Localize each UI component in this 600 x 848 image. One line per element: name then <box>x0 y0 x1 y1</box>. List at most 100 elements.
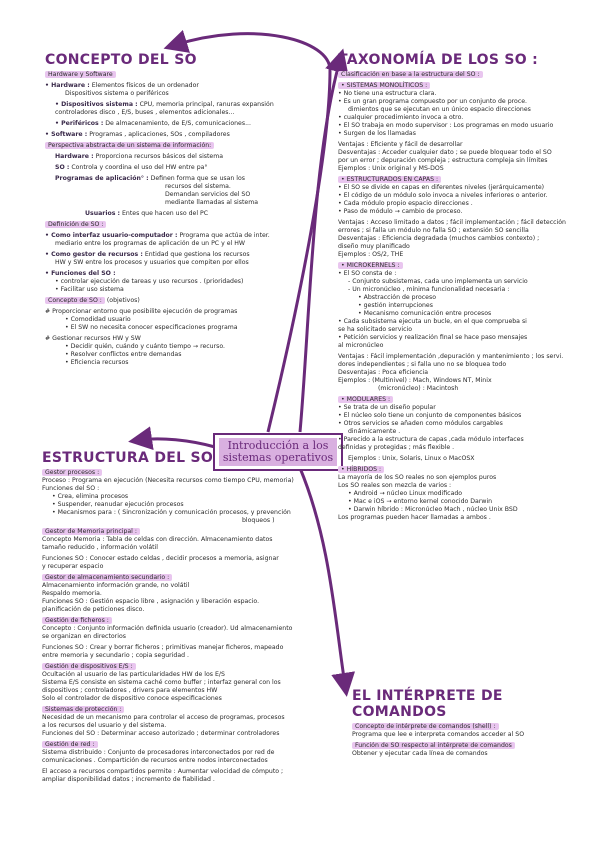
gpr-line3: Funciones del SO : Determinar acceso aut… <box>42 730 280 737</box>
gf-line4: entre memoria y secundario ; copia segur… <box>42 652 190 659</box>
hib1: La mayoría de los SO reales no son ejemp… <box>338 474 497 481</box>
estructura-title: ESTRUCTURA DEL SO <box>42 450 214 466</box>
mono2b: dimientos que se ejecutan en un único es… <box>348 106 531 113</box>
capas2: • El código de un módulo solo invoca a n… <box>338 192 548 199</box>
disp-line1: CPU, memoria principal, ranuras expansió… <box>139 101 274 108</box>
perif-text: De almacenamiento, de E/S, comunicacione… <box>105 120 251 127</box>
gf-line1: Concepto : Conjunto información definida… <box>42 625 293 632</box>
interprete-concepto-label: Concepto de intérprete de comandos (shel… <box>352 723 499 730</box>
mono-d2: por un error ; depuración compleja ; est… <box>338 157 548 164</box>
micro2: - Conjunto subsistemas, cada uno impleme… <box>348 278 528 285</box>
disp-line2: controladores disco , E/S, buses , eleme… <box>55 109 235 116</box>
interprete-funcion-label: Función de SO respecto al intérprete de … <box>352 742 515 749</box>
micro4: • Cada subsistema ejecuta un bucle, en e… <box>338 318 527 325</box>
micro-heading: • MICROKERNELS : <box>338 262 403 269</box>
clas-heading: Clasificación en base a la estructura de… <box>338 71 483 78</box>
obj1a: • Comodidad usuario <box>65 316 131 323</box>
capas-v2: errores ; si falla un módulo no falla SO… <box>338 227 529 234</box>
prog-line2: recursos del sistema. <box>165 183 231 190</box>
micro-v2: dores independientes ; si falla uno no s… <box>338 361 507 368</box>
estructura-section: ESTRUCTURA DEL SO Gestor procesos : Proc… <box>42 450 312 784</box>
interprete-section: EL INTÉRPRETE DE COMANDOS Concepto de in… <box>352 688 592 758</box>
gf-line2: se organizan en directorios <box>42 633 126 640</box>
ga-heading: Gestor de almacenamiento secundario : <box>42 574 173 581</box>
hw-sw-heading: Hardware y Software <box>45 71 116 78</box>
mono-d: Desventajas : Acceder cualquier dato ; s… <box>338 149 552 156</box>
func1: • controlar ejecución de tareas y uso re… <box>55 278 244 285</box>
hardware-line2: Dispositivos sistema o periféricos <box>65 90 169 97</box>
mono2: • Es un gran programa compuesto por un c… <box>338 98 528 105</box>
gp-f1: • Crea, elimina procesos <box>52 493 129 500</box>
ga-line1: Almacenamiento información grande, no vo… <box>42 582 190 589</box>
hardware-label: • Hardware : <box>45 82 90 89</box>
central-title-line2: sistemas operativos <box>222 451 334 464</box>
gd-line4: Solo el controlador de dispositivo conoc… <box>42 695 222 702</box>
capas-heading: • ESTRUCTURADOS EN CAPAS : <box>338 176 442 183</box>
gr-line3: El acceso a recursos compartidos permite… <box>42 768 284 775</box>
hib3: • Android → núcleo Linux modificado <box>348 490 463 497</box>
obj2b: • Resolver conflictos entre demandas <box>65 351 182 358</box>
def-heading: Definición de SO : <box>45 221 107 228</box>
micro3c: • Mecanismo comunicación entre procesos <box>358 310 492 317</box>
gd-line1: Ocultación al usuario de las particulari… <box>42 671 225 678</box>
gp-heading: Gestor procesos : <box>42 469 103 476</box>
micro5b: al micronúcleo <box>338 342 384 349</box>
micro-e: Ejemplos : (Multinivel) : Mach, Windows … <box>338 377 492 384</box>
hardware-line1: Elementos físicos de un ordenador <box>91 82 199 89</box>
gm-line2: tamaño reducido , información volátil <box>42 544 158 551</box>
mono4: • El SO trabaja en modo supervisor : Los… <box>338 122 554 129</box>
micro3a: • Abstracción de proceso <box>358 294 436 301</box>
mod1: • Se trata de un diseño popular <box>338 404 436 411</box>
concepto-so-val: (objetivos) <box>106 297 140 304</box>
gr-heading: Gestión de red : <box>42 741 98 748</box>
perif-label: • Periféricos : <box>55 120 104 127</box>
software-text: Programas , aplicaciones, SOs , compilad… <box>89 131 230 138</box>
capas1: • El SO se divide en capas en diferentes… <box>338 184 545 191</box>
mono1: • No tiene una estructura clara. <box>338 90 437 97</box>
so-role: Controla y coordina el uso del HW entre … <box>71 164 208 171</box>
gd-heading: Gestión de dispositivos E/S : <box>42 663 136 670</box>
concepto-title: CONCEPTO DEL SO <box>45 52 197 68</box>
micro1: • El SO consta de : <box>338 270 397 277</box>
gp-f3: • Mecanismos para : ( Sincronización y c… <box>52 509 291 516</box>
perspectiva-heading: Perspectiva abstracta de un sistema de i… <box>45 142 215 149</box>
mono5: • Surgen de los llamadas <box>338 130 416 137</box>
interprete-concepto-text: Programa que lee e interpreta comandos a… <box>352 731 525 738</box>
hib5: • Darwin híbrido : Micronúcleo Mach , nú… <box>348 506 518 513</box>
mod3: • Otros servicios se añaden como módulos… <box>338 420 503 427</box>
gpr-line1: Necesidad de un mecanismo para controlar… <box>42 714 285 721</box>
prog-line4: mediante llamadas al sistema <box>165 199 259 206</box>
micro4b: se ha solicitado servicio <box>338 326 413 333</box>
micro3b: • gestión interrupciones <box>358 302 433 309</box>
mono3: • cualquier procedimiento invoca a otro. <box>338 114 464 121</box>
mod2: • El núcleo solo tiene un conjunto de co… <box>338 412 522 419</box>
disp-label: • Dispositivos sistema : <box>55 101 138 108</box>
ga-line4: planificación de peticiones disco. <box>42 606 145 613</box>
ga-line2: Respaldo memoria. <box>42 590 102 597</box>
hw-role: Proporciona recursos básicos del sistema <box>95 153 224 160</box>
gp-line2: Funciones del SO : <box>42 485 100 492</box>
micro-e2: (micronúcleo) : Macintosh <box>378 385 459 392</box>
micro5: • Petición servicios y realización final… <box>338 334 528 341</box>
mod4: • Parecido a la estructura de capas ,cad… <box>338 436 524 443</box>
def1-line1: Programa que actúa de inter. <box>179 232 270 239</box>
mod4b: definidas y protegidas ; más flexible . <box>338 444 455 451</box>
gf-line3: Funciones SO : Crear y borrar ficheros ;… <box>42 644 284 651</box>
obj2a: • Decidir quién, cuándo y cuánto tiempo … <box>65 343 226 350</box>
hib4: • Mac e iOS → entorno kernel conocido Da… <box>348 498 493 505</box>
gm-line1: Concepto Memoria : Tabla de celdas con d… <box>42 536 273 543</box>
mod-heading: • MODULARES : <box>338 396 394 403</box>
gp-line1: Proceso : Programa en ejecución (Necesit… <box>42 477 294 484</box>
central-topic-box: Introducción a los sistemas operativos <box>213 433 343 471</box>
micro3: - Un micronúcleo , mínima funcionalidad … <box>348 286 510 293</box>
def1-label: • Como interfaz usuario-computador : <box>45 232 178 239</box>
gf-heading: Gestión de ficheros : <box>42 617 112 624</box>
capas-d2: diseño muy planificado <box>338 243 410 250</box>
prog-label: Programas de aplicación° : <box>55 175 149 182</box>
gp-f2: • Suspender, reanudar ejecución procesos <box>52 501 184 508</box>
concepto-section: CONCEPTO DEL SO Hardware y Software • Ha… <box>45 52 320 367</box>
gr-line1: Sistema distribuido : Conjunto de proces… <box>42 749 275 756</box>
mono-v: Ventajas : Eficiente y fácil de desarrol… <box>338 141 463 148</box>
def1-line2: mediario entre los programas de aplicaci… <box>55 240 245 247</box>
